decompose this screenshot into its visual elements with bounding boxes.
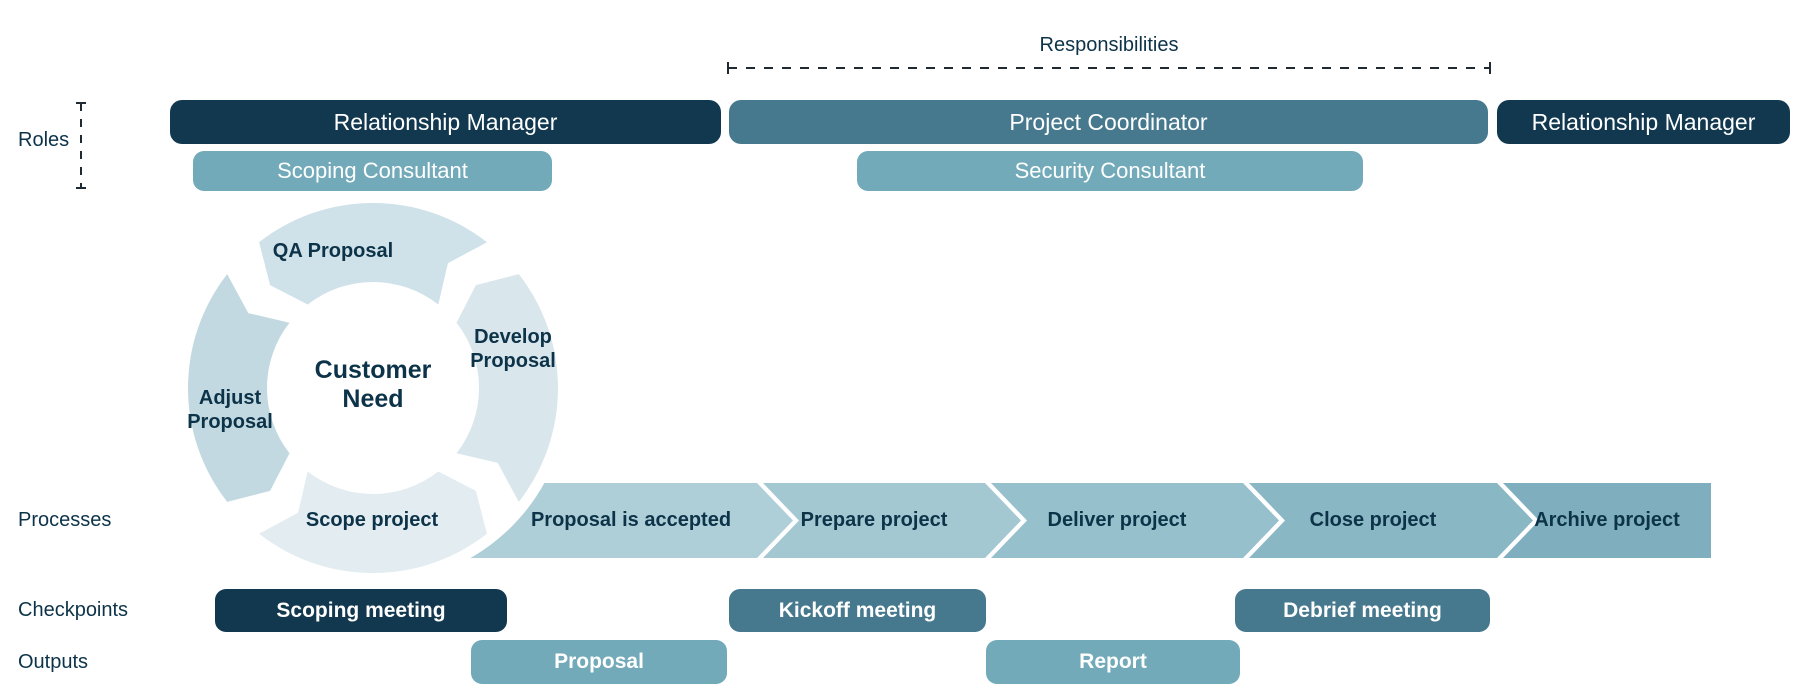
process-label-archive-project: Archive project [1534, 509, 1680, 531]
role-bar-scoping-consultant: Scoping Consultant [193, 151, 552, 191]
cycle-label-develop-proposal: Develop Proposal [470, 326, 556, 372]
process-label-close-project: Close project [1309, 509, 1437, 531]
cycle-segment-adjust-proposal [187, 274, 290, 502]
checkpoint-bar-scoping-meeting: Scoping meeting [215, 589, 507, 632]
process-label-deliver-project: Deliver project [1047, 509, 1187, 531]
row-label-processes: Processes [18, 508, 112, 531]
row-label-outputs: Outputs [18, 650, 89, 673]
role-bar-project-coordinator: Project Coordinator [729, 100, 1488, 144]
row-label-roles: Roles [18, 128, 70, 151]
responsibilities-title: Responsibilities [1039, 34, 1179, 56]
roles-bracket [76, 102, 86, 189]
process-chevron-2 [763, 483, 1021, 558]
process-label-prepare-project: Prepare project [800, 509, 948, 531]
output-bar-report: Report [986, 640, 1240, 684]
role-bar-relationship-manager-left: Relationship Manager [170, 100, 721, 144]
process-chevron-5 [1503, 483, 1711, 558]
process-label-proposal-is-accepted: Proposal is accepted [530, 509, 732, 531]
responsibilities-bracket [727, 62, 1491, 74]
cycle-label-scope-project: Scope project [305, 509, 439, 531]
role-bar-relationship-manager-right: Relationship Manager [1497, 100, 1790, 144]
role-bar-security-consultant: Security Consultant [857, 151, 1363, 191]
row-label-checkpoints: Checkpoints [18, 598, 129, 621]
process-chevron-3 [991, 483, 1279, 558]
cycle-center-customer-need: Customer Need [314, 356, 432, 413]
cycle-label-qa-proposal: QA Proposal [272, 240, 394, 262]
process-chevron-1 [450, 483, 793, 558]
cycle-segment-scope-project [259, 471, 487, 574]
process-chevron-4 [1249, 483, 1533, 558]
cycle-halo [177, 192, 569, 584]
output-bar-proposal: Proposal [471, 640, 727, 684]
checkpoint-bar-debrief-meeting: Debrief meeting [1235, 589, 1490, 632]
cycle-segment-qa-proposal [259, 202, 487, 305]
checkpoint-bar-kickoff-meeting: Kickoff meeting [729, 589, 986, 632]
cycle-label-adjust-proposal: Adjust Proposal [187, 387, 273, 433]
cycle-segment-develop-proposal [456, 274, 559, 502]
